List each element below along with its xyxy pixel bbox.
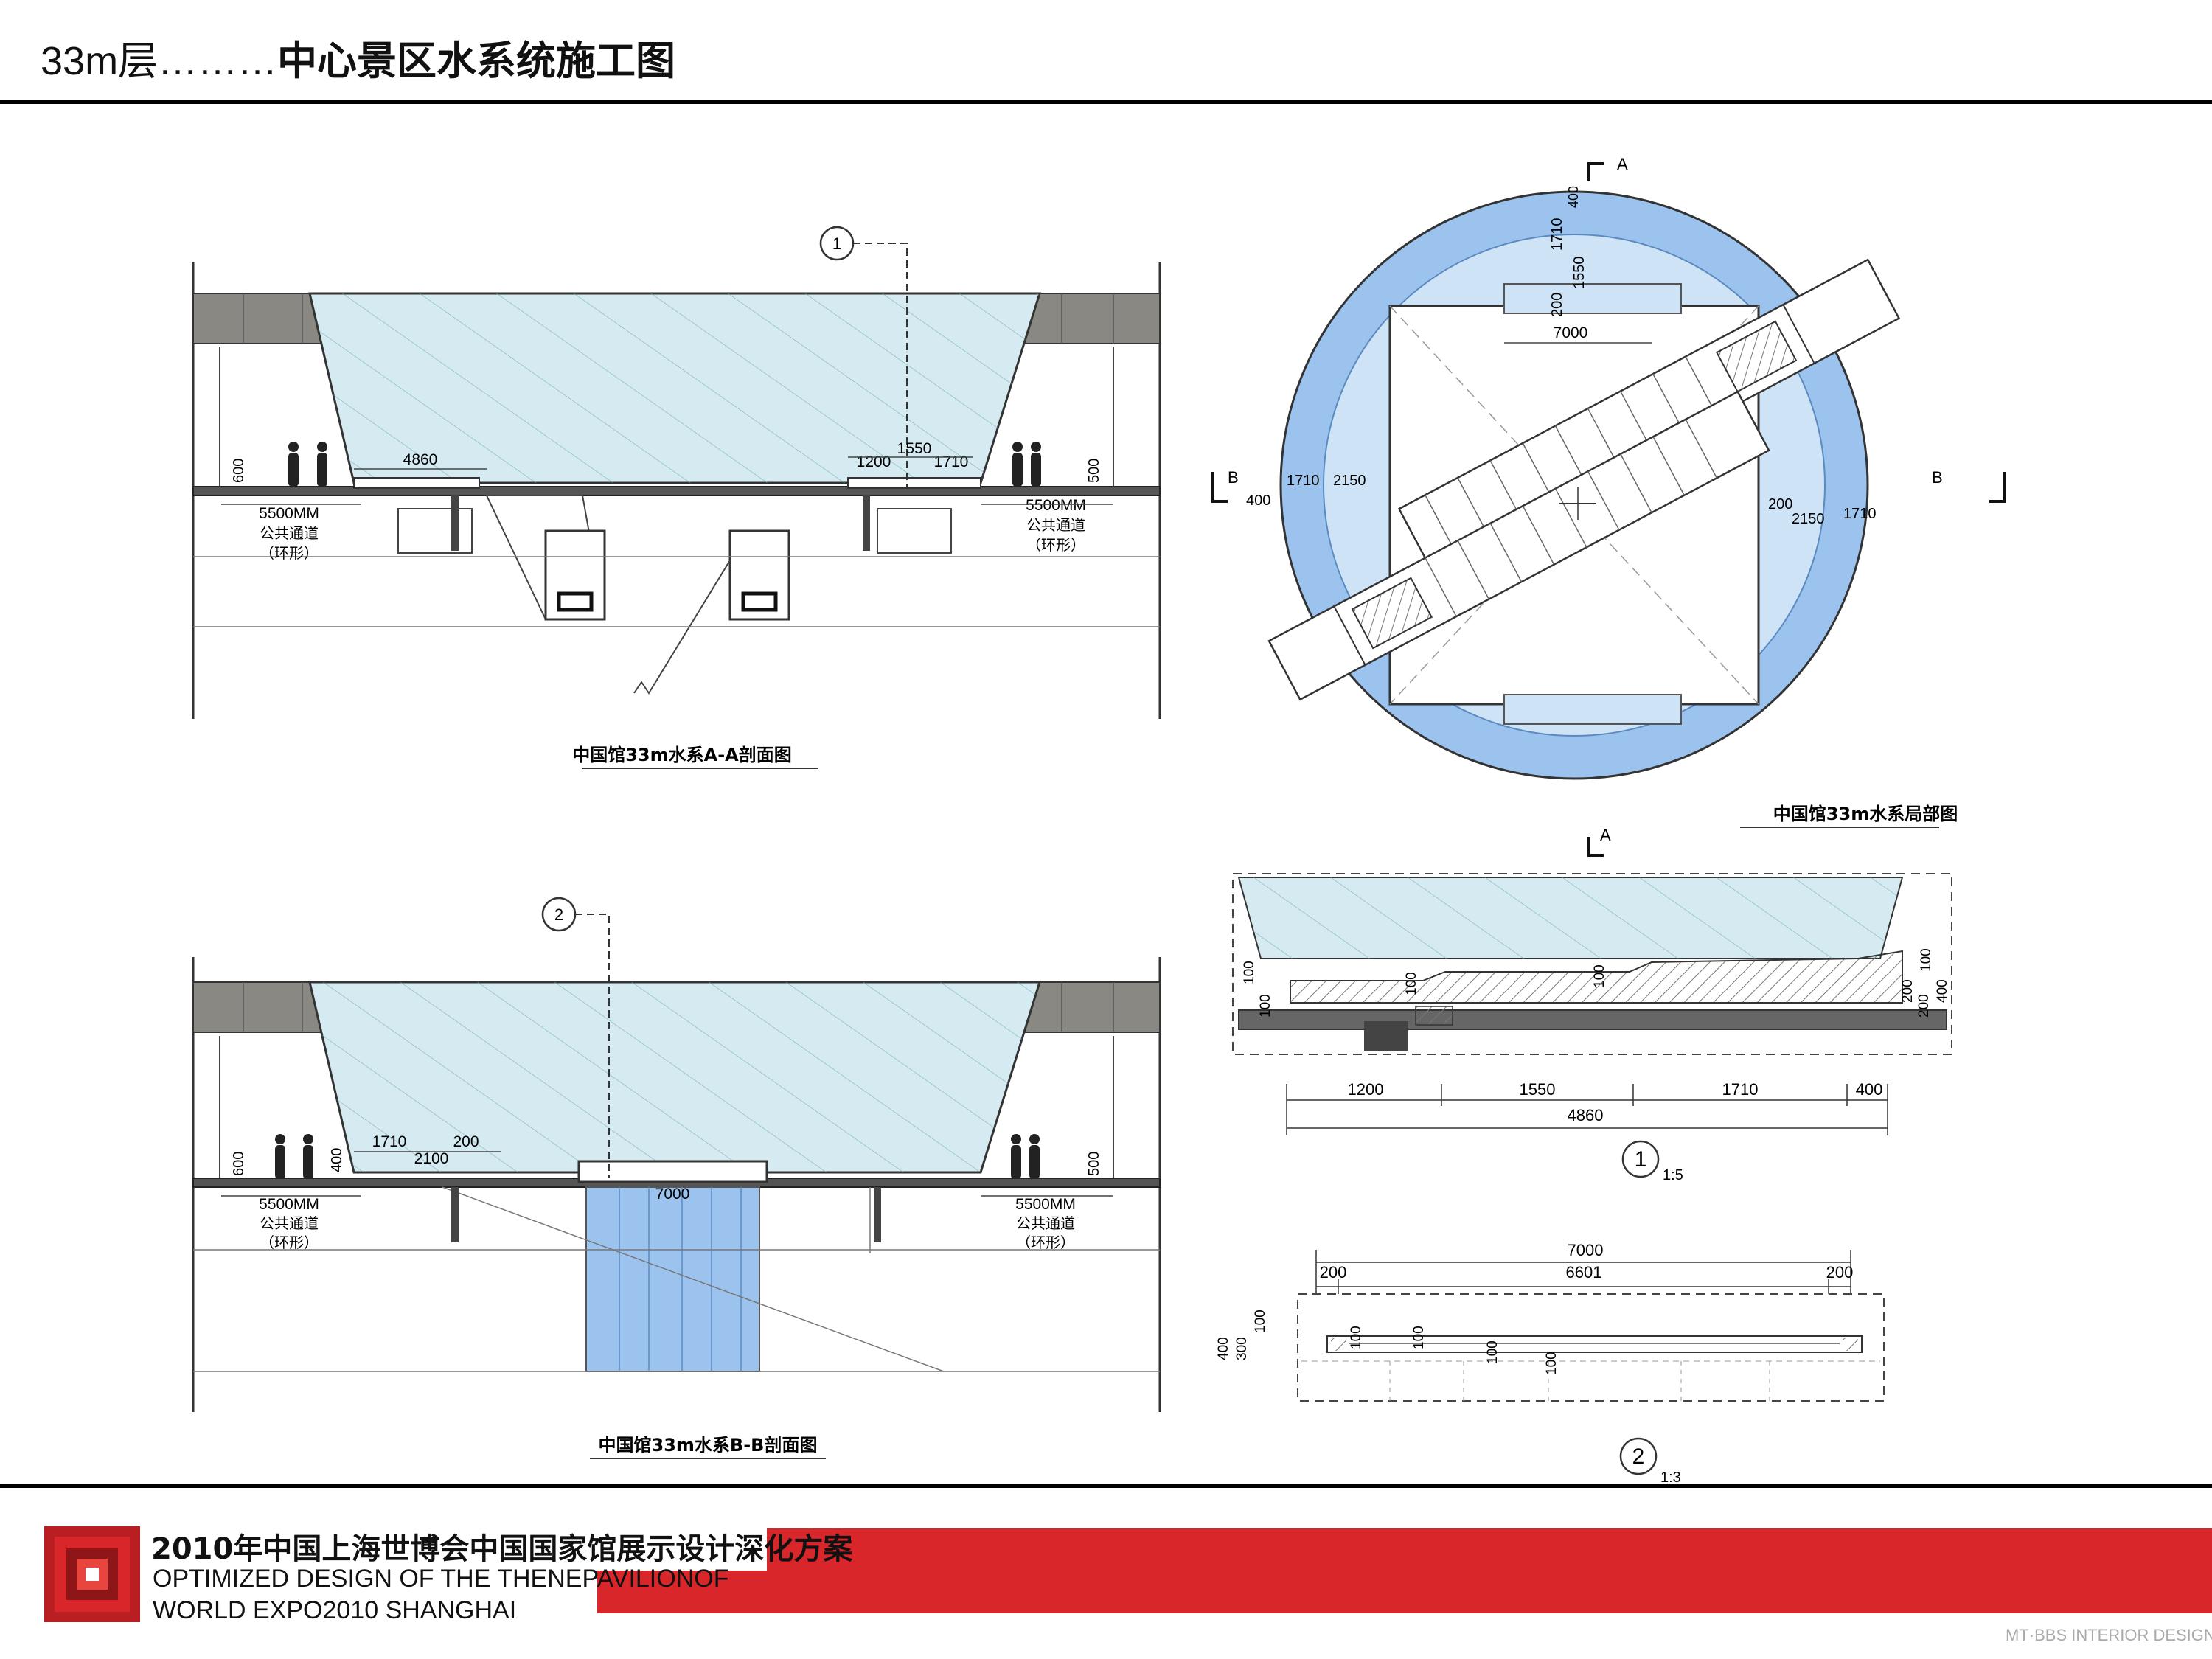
svg-text:300: 300 [1234, 1337, 1250, 1360]
left-walkway-note: （环形） [260, 1234, 319, 1251]
svg-text:1200: 1200 [857, 453, 891, 470]
svg-text:2: 2 [554, 905, 563, 924]
svg-text:200: 200 [1916, 994, 1932, 1018]
svg-text:100: 100 [1919, 948, 1934, 972]
svg-text:500: 500 [1086, 459, 1102, 483]
svg-text:600: 600 [231, 1152, 247, 1176]
caption-aa: 中国馆33m水系A-A剖面图 [572, 745, 792, 765]
detail-2: 7000 200 6601 200 400 300 100 100 100 10… [1216, 1241, 1885, 1486]
page-title: 33m层………中心景区水系统施工图 [41, 28, 675, 86]
svg-text:200: 200 [1900, 979, 1916, 1003]
page-header: 33m层………中心景区水系统施工图 [0, 0, 2212, 103]
svg-text:A: A [1600, 826, 1611, 844]
svg-text:600: 600 [231, 459, 247, 483]
right-walkway-name: 公共通道 [1026, 516, 1085, 534]
footer-en-line1: OPTIMIZED DESIGN OF THE THENEPAVILIONOF [153, 1565, 729, 1593]
svg-text:100: 100 [1544, 1352, 1559, 1375]
svg-text:200: 200 [1320, 1263, 1347, 1281]
detail-1: 100 100 100 100 200 400 200 100 1200 155… [1232, 873, 1952, 1183]
svg-text:1710: 1710 [1549, 218, 1565, 251]
svg-text:100: 100 [1411, 1326, 1427, 1349]
pavilion-logo-icon [44, 1526, 140, 1622]
svg-text:200: 200 [453, 1133, 479, 1150]
right-walkway-note: （环形） [1016, 1234, 1075, 1251]
caption-bb: 中国馆33m水系B-B剖面图 [599, 1435, 818, 1455]
svg-text:7000: 7000 [655, 1186, 690, 1203]
svg-text:1: 1 [832, 234, 841, 253]
caption-plan: 中国馆33m水系局部图 [1773, 804, 1958, 824]
header-rule [0, 100, 2212, 104]
right-walkway-width: 5500MM [1026, 497, 1086, 514]
svg-text:200: 200 [1826, 1263, 1854, 1281]
svg-text:1:3: 1:3 [1660, 1470, 1681, 1486]
plan-view: A A B B 1710 400 1550 200 7000 400 1710 … [1211, 155, 2006, 857]
svg-text:4860: 4860 [1568, 1106, 1604, 1124]
detail-2-marker [1619, 1437, 1658, 1475]
section-aa: 1 5500MM 公共通道 （环形） 5500MM 公共通道 （环形） 600 … [192, 226, 1161, 769]
svg-text:1:5: 1:5 [1663, 1167, 1683, 1183]
person-figures [288, 442, 1041, 487]
svg-text:1200: 1200 [1348, 1080, 1384, 1099]
detail-1-marker [1621, 1140, 1660, 1178]
svg-text:2100: 2100 [414, 1150, 449, 1167]
svg-text:400: 400 [1246, 493, 1270, 509]
footer-en-line2: WORLD EXPO2010 SHANGHAI [153, 1596, 517, 1624]
svg-text:100: 100 [1404, 972, 1419, 995]
footer-cn-title: 2010年中国上海世博会中国国家馆展示设计深化方案 [151, 1532, 853, 1566]
right-walkway-width: 5500MM [1015, 1196, 1076, 1213]
footer-rule [0, 1484, 2212, 1488]
person-figures [275, 1134, 1040, 1179]
svg-text:1550: 1550 [1571, 257, 1587, 290]
left-walkway-name: 公共通道 [260, 524, 319, 542]
svg-text:6601: 6601 [1566, 1263, 1602, 1281]
svg-text:100: 100 [1485, 1340, 1500, 1364]
svg-text:1550: 1550 [897, 440, 932, 457]
watermark: MT·BBS INTERIOR DESIGN MT-BBS [2006, 1626, 2212, 1644]
svg-text:100: 100 [1242, 961, 1257, 984]
svg-text:500: 500 [1086, 1152, 1102, 1176]
svg-text:1: 1 [1635, 1147, 1647, 1172]
escalator-lower [1267, 390, 1770, 701]
svg-text:100: 100 [1592, 964, 1607, 988]
left-walkway-width: 5500MM [259, 505, 319, 522]
svg-text:1710: 1710 [1287, 473, 1320, 489]
svg-text:2150: 2150 [1792, 511, 1825, 527]
left-walkway-name: 公共通道 [260, 1214, 319, 1232]
title-main: 中心景区水系统施工图 [277, 38, 676, 84]
svg-text:B: B [1932, 468, 1943, 487]
footer-red-band [767, 1528, 2212, 1613]
svg-text:B: B [1228, 468, 1239, 487]
svg-text:1710: 1710 [1722, 1080, 1759, 1099]
left-walkway-note: （环形） [260, 544, 319, 562]
svg-text:100: 100 [1253, 1310, 1268, 1333]
svg-text:1710: 1710 [1843, 506, 1877, 522]
svg-text:100: 100 [1258, 994, 1273, 1018]
svg-text:200: 200 [1768, 496, 1792, 512]
svg-text:1710: 1710 [934, 453, 969, 470]
title-prefix: 33m层……… [41, 39, 278, 83]
svg-text:1550: 1550 [1520, 1080, 1556, 1099]
right-walkway-name: 公共通道 [1016, 1214, 1075, 1232]
right-walkway-note: （环形） [1026, 536, 1085, 554]
svg-text:2: 2 [1632, 1444, 1645, 1469]
svg-text:400: 400 [1566, 186, 1581, 208]
svg-text:2150: 2150 [1333, 473, 1366, 489]
svg-text:400: 400 [1216, 1337, 1231, 1360]
left-walkway-width: 5500MM [259, 1196, 319, 1213]
svg-text:400: 400 [1935, 979, 1950, 1003]
svg-text:400: 400 [329, 1148, 345, 1172]
svg-text:A: A [1617, 155, 1628, 173]
footer-red-band-step [597, 1571, 774, 1613]
section-bb: 2 5500MM 公共通道 （环形） 5500MM 公共通道 （环形） 600 … [192, 897, 1161, 1459]
svg-text:4860: 4860 [403, 451, 438, 468]
svg-text:7000: 7000 [1554, 324, 1588, 341]
water-column [585, 1186, 760, 1372]
svg-text:7000: 7000 [1568, 1241, 1604, 1259]
svg-text:1710: 1710 [372, 1133, 407, 1150]
svg-text:100: 100 [1349, 1326, 1364, 1349]
svg-text:200: 200 [1549, 293, 1565, 317]
svg-text:400: 400 [1856, 1080, 1883, 1099]
